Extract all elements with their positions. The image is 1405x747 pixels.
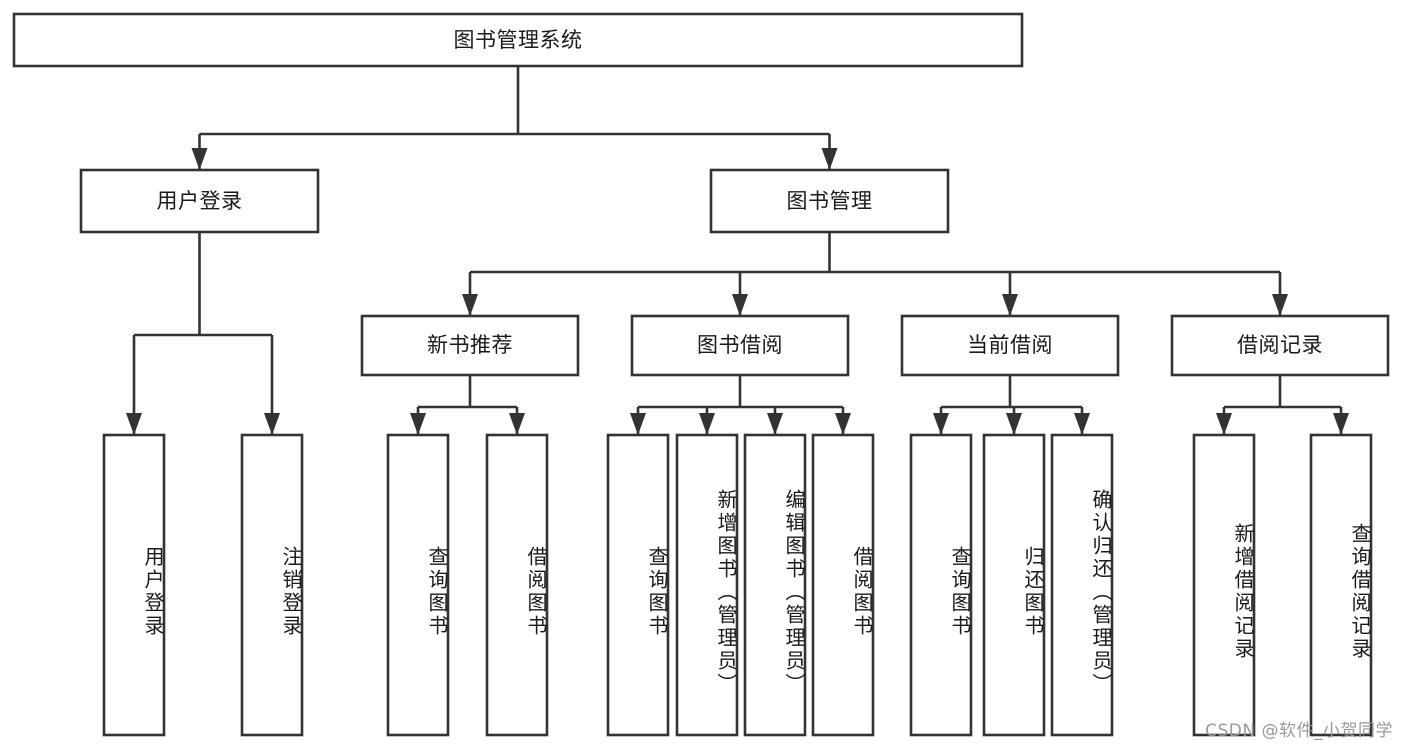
node-box-leaf-add-borrow-record[interactable] [1192,433,1256,737]
node-box-leaf-logout[interactable] [240,433,304,737]
arrow-head-leaf-return-book [1006,413,1022,435]
arrow-head-leaf-borrow-book [835,413,851,435]
node-box-root[interactable] [12,12,1024,68]
node-box-leaf-add-book[interactable] [675,433,739,737]
arrow-head-book-borrow [732,294,748,316]
node-box-leaf-user-login[interactable] [102,433,166,737]
arrow-head-borrow-record [1272,294,1288,316]
node-box-leaf-edit-book[interactable] [743,433,807,737]
arrow-head-leaf-query-book-borrow [630,413,646,435]
node-box-current-borrow[interactable] [900,314,1120,377]
arrow-head-leaf-query-book-current [933,413,949,435]
connector-layer [126,66,1349,435]
arrow-head-book-management [821,148,838,170]
arrow-head-leaf-add-borrow-record [1216,413,1232,435]
node-box-borrow-record[interactable] [1170,314,1390,377]
node-box-leaf-borrow-book-recommend[interactable] [485,433,549,737]
arrow-head-leaf-user-login [126,413,142,435]
node-box-user-login[interactable] [79,168,320,234]
arrow-head-leaf-borrow-book-recommend [509,413,525,435]
node-box-layer [12,12,1390,737]
node-box-leaf-return-book[interactable] [982,433,1046,737]
node-box-leaf-query-book-current[interactable] [909,433,973,737]
arrow-head-user-login [191,148,208,170]
node-box-leaf-query-book-borrow[interactable] [606,433,670,737]
node-box-leaf-query-borrow-record[interactable] [1309,433,1373,737]
arrow-head-new-book-recommend [462,294,478,316]
node-box-leaf-confirm-return[interactable] [1050,433,1114,737]
arrow-head-leaf-edit-book [767,413,783,435]
arrow-head-leaf-confirm-return [1074,413,1090,435]
watermark-text: CSDN @软件_小贺同学 [1205,721,1393,741]
node-box-leaf-borrow-book[interactable] [811,433,875,737]
arrow-head-leaf-add-book [699,413,715,435]
arrow-head-current-borrow [1002,294,1018,316]
arrow-head-leaf-query-book-recommend [410,413,426,435]
arrow-head-leaf-logout [264,413,280,435]
arrow-head-leaf-query-borrow-record [1333,413,1349,435]
node-box-leaf-query-book-recommend[interactable] [386,433,450,737]
node-box-new-book-recommend[interactable] [360,314,580,377]
node-box-book-borrow[interactable] [630,314,850,377]
node-box-book-management[interactable] [709,168,950,234]
